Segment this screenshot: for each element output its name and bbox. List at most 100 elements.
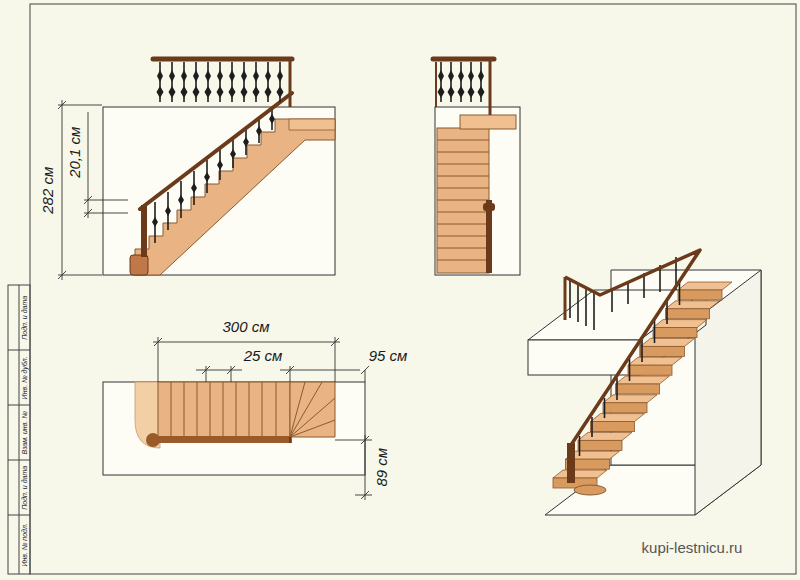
sheet-frame-part [8,405,30,406]
isometric-view-part [666,301,720,319]
dimension-lines-part [206,366,207,382]
side-view-part-part [437,176,489,177]
side-view-part [438,62,445,102]
isometric-view-part-part [666,301,668,324]
side-view-part [435,62,437,107]
plan-view-part-part [276,382,277,437]
front-view-part [241,62,248,102]
front-view-part [229,62,236,102]
sheet-frame-part [8,515,30,516]
dimension-lines-part [196,370,242,371]
dimension-lines-part [84,200,128,201]
plan-view-part-part [171,382,172,437]
dimension-lines-part [84,213,128,214]
front-view-part [191,183,197,193]
dimension-lines-part [335,337,336,382]
front-view-part [217,62,224,102]
front-view-part [153,57,292,62]
front-view-part [217,160,223,170]
front-view-part [165,206,171,216]
sheet-frame [8,4,796,574]
side-view-part [433,57,494,62]
plan-view-part [171,382,335,437]
isometric-view-part-part [591,417,593,437]
front-view-part [103,107,335,275]
dimension-lines-part [231,366,232,382]
side-view-part [460,115,516,129]
dimension-label: 20,1 см [68,124,85,179]
side-view-part-part [437,248,489,249]
dimension-lines-part [280,370,360,371]
side-view-part [478,62,485,102]
side-view-part-part [437,236,489,237]
dimension-lines-part [58,271,66,279]
isometric-view-part [574,485,606,495]
side-view-part [483,203,495,211]
front-view-part [193,62,200,102]
plan-view-part-part [290,382,305,437]
isometric-view-part [591,414,645,432]
front-view-part [152,217,158,227]
dimension-lines-part [361,491,369,499]
plan-view-part [290,382,335,437]
dimension-lines-part [355,495,372,496]
plan-view-part [150,436,292,443]
plan-view-part-part [262,382,263,437]
isometric-view-part-part [585,288,587,326]
front-view-part [256,126,262,136]
side-view-part [458,62,465,102]
plan-view-part-part [184,382,185,437]
isometric-view-part [553,470,607,488]
sheet-frame-part [30,4,796,574]
front-view-part [289,119,335,130]
front-view-part [157,62,164,102]
isometric-view-part-part [577,284,579,322]
side-view-part [437,128,489,273]
dimension-lines-part [365,370,366,382]
isometric-view-part-part [593,292,595,330]
dimension-lines-part [58,105,102,106]
side-view-part [448,62,455,102]
isometric-view-part [603,395,657,413]
dimension-label: 95 см [367,348,410,365]
dimension-lines-part [361,366,369,374]
side-view-part-part [437,140,489,141]
dimension-lines-part [331,338,339,346]
front-view-part [204,172,210,182]
sheet-frame-part [8,460,30,461]
plan-view-part [103,382,365,475]
stamp-field: Подп. и дата [21,464,29,512]
isometric-view-part [628,357,682,375]
plan-view-part-part [223,382,224,437]
isometric-view-part [616,376,670,394]
dimension-lines [153,337,372,500]
side-view-part-part [437,260,489,261]
front-view-part [181,62,188,102]
dimension-label: 282 см [40,165,57,216]
isometric-view-part-part [604,398,606,418]
dimension-lines-part [58,275,102,276]
side-view-part-part [437,224,489,225]
dimension-lines-part [227,366,235,374]
side-view-part-part [437,212,489,213]
isometric-view-part-part [569,280,571,318]
plan-view-part-part [290,382,322,437]
plan-view-part [135,382,160,448]
dimension-lines-part [335,440,372,441]
dimension-label: 89 см [374,446,391,489]
dimension-lines [58,100,128,280]
dimension-lines-part [84,196,92,204]
dimension-lines-part [290,366,291,382]
isometric-view-part [567,443,575,483]
dimension-lines-part [202,366,210,374]
plan-view-part [146,433,160,447]
front-view-part [140,93,292,209]
dimension-lines-part [361,436,369,444]
front-view-part [277,62,284,102]
front-view-part [253,62,260,102]
sheet-frame-part [19,285,20,574]
front-view-part [289,59,292,107]
sheet-frame-part [8,350,30,351]
dimension-lines-part [365,435,366,500]
